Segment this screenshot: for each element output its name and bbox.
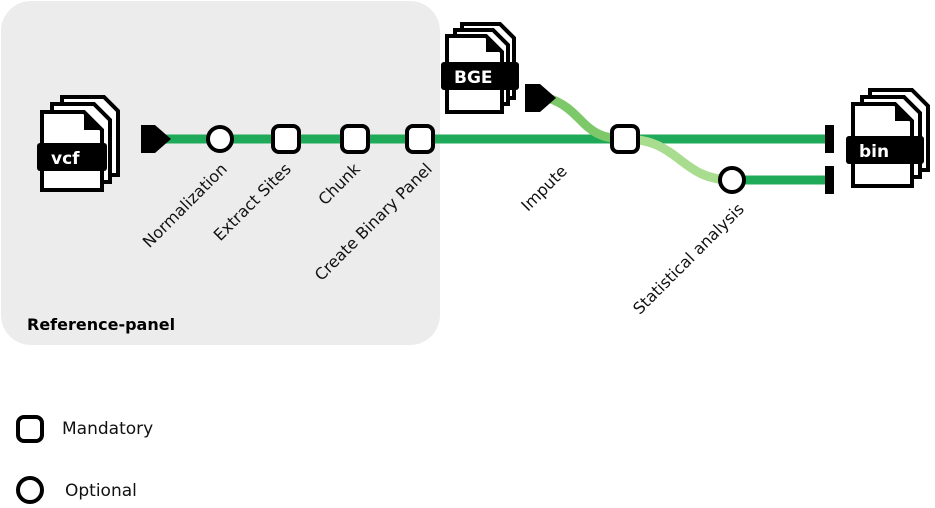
step-label-statistical-analysis: Statistical analysis <box>629 199 748 318</box>
bge-file-icon <box>441 22 519 114</box>
step-node-normalization <box>206 125 234 153</box>
bge-file-label: BGE <box>454 68 493 88</box>
vcf-file-label: vcf <box>51 149 80 169</box>
step-node-extract-sites <box>271 124 301 154</box>
end-bar-branch <box>825 166 834 194</box>
end-bar-main <box>825 125 834 153</box>
bin-file-label: bin <box>859 142 889 162</box>
branch-curve-line <box>624 134 733 185</box>
step-node-create-binary-panel <box>405 124 435 154</box>
step-node-impute <box>610 124 640 154</box>
step-node-chunk <box>340 124 370 154</box>
legend-mandatory-icon <box>16 415 44 443</box>
reference-panel-box <box>1 1 440 345</box>
vcf-file-icon <box>37 95 120 192</box>
input-arrow-icon <box>141 125 171 153</box>
legend-optional-icon <box>16 476 44 504</box>
legend-optional-label: Optional <box>65 481 137 501</box>
reference-panel-title: Reference-panel <box>27 315 175 334</box>
step-label-impute: Impute <box>517 161 571 215</box>
step-node-statistical-analysis <box>718 166 746 194</box>
bin-file-icon <box>846 88 930 188</box>
model-arrow-icon <box>525 84 556 112</box>
legend-mandatory-label: Mandatory <box>62 419 153 439</box>
